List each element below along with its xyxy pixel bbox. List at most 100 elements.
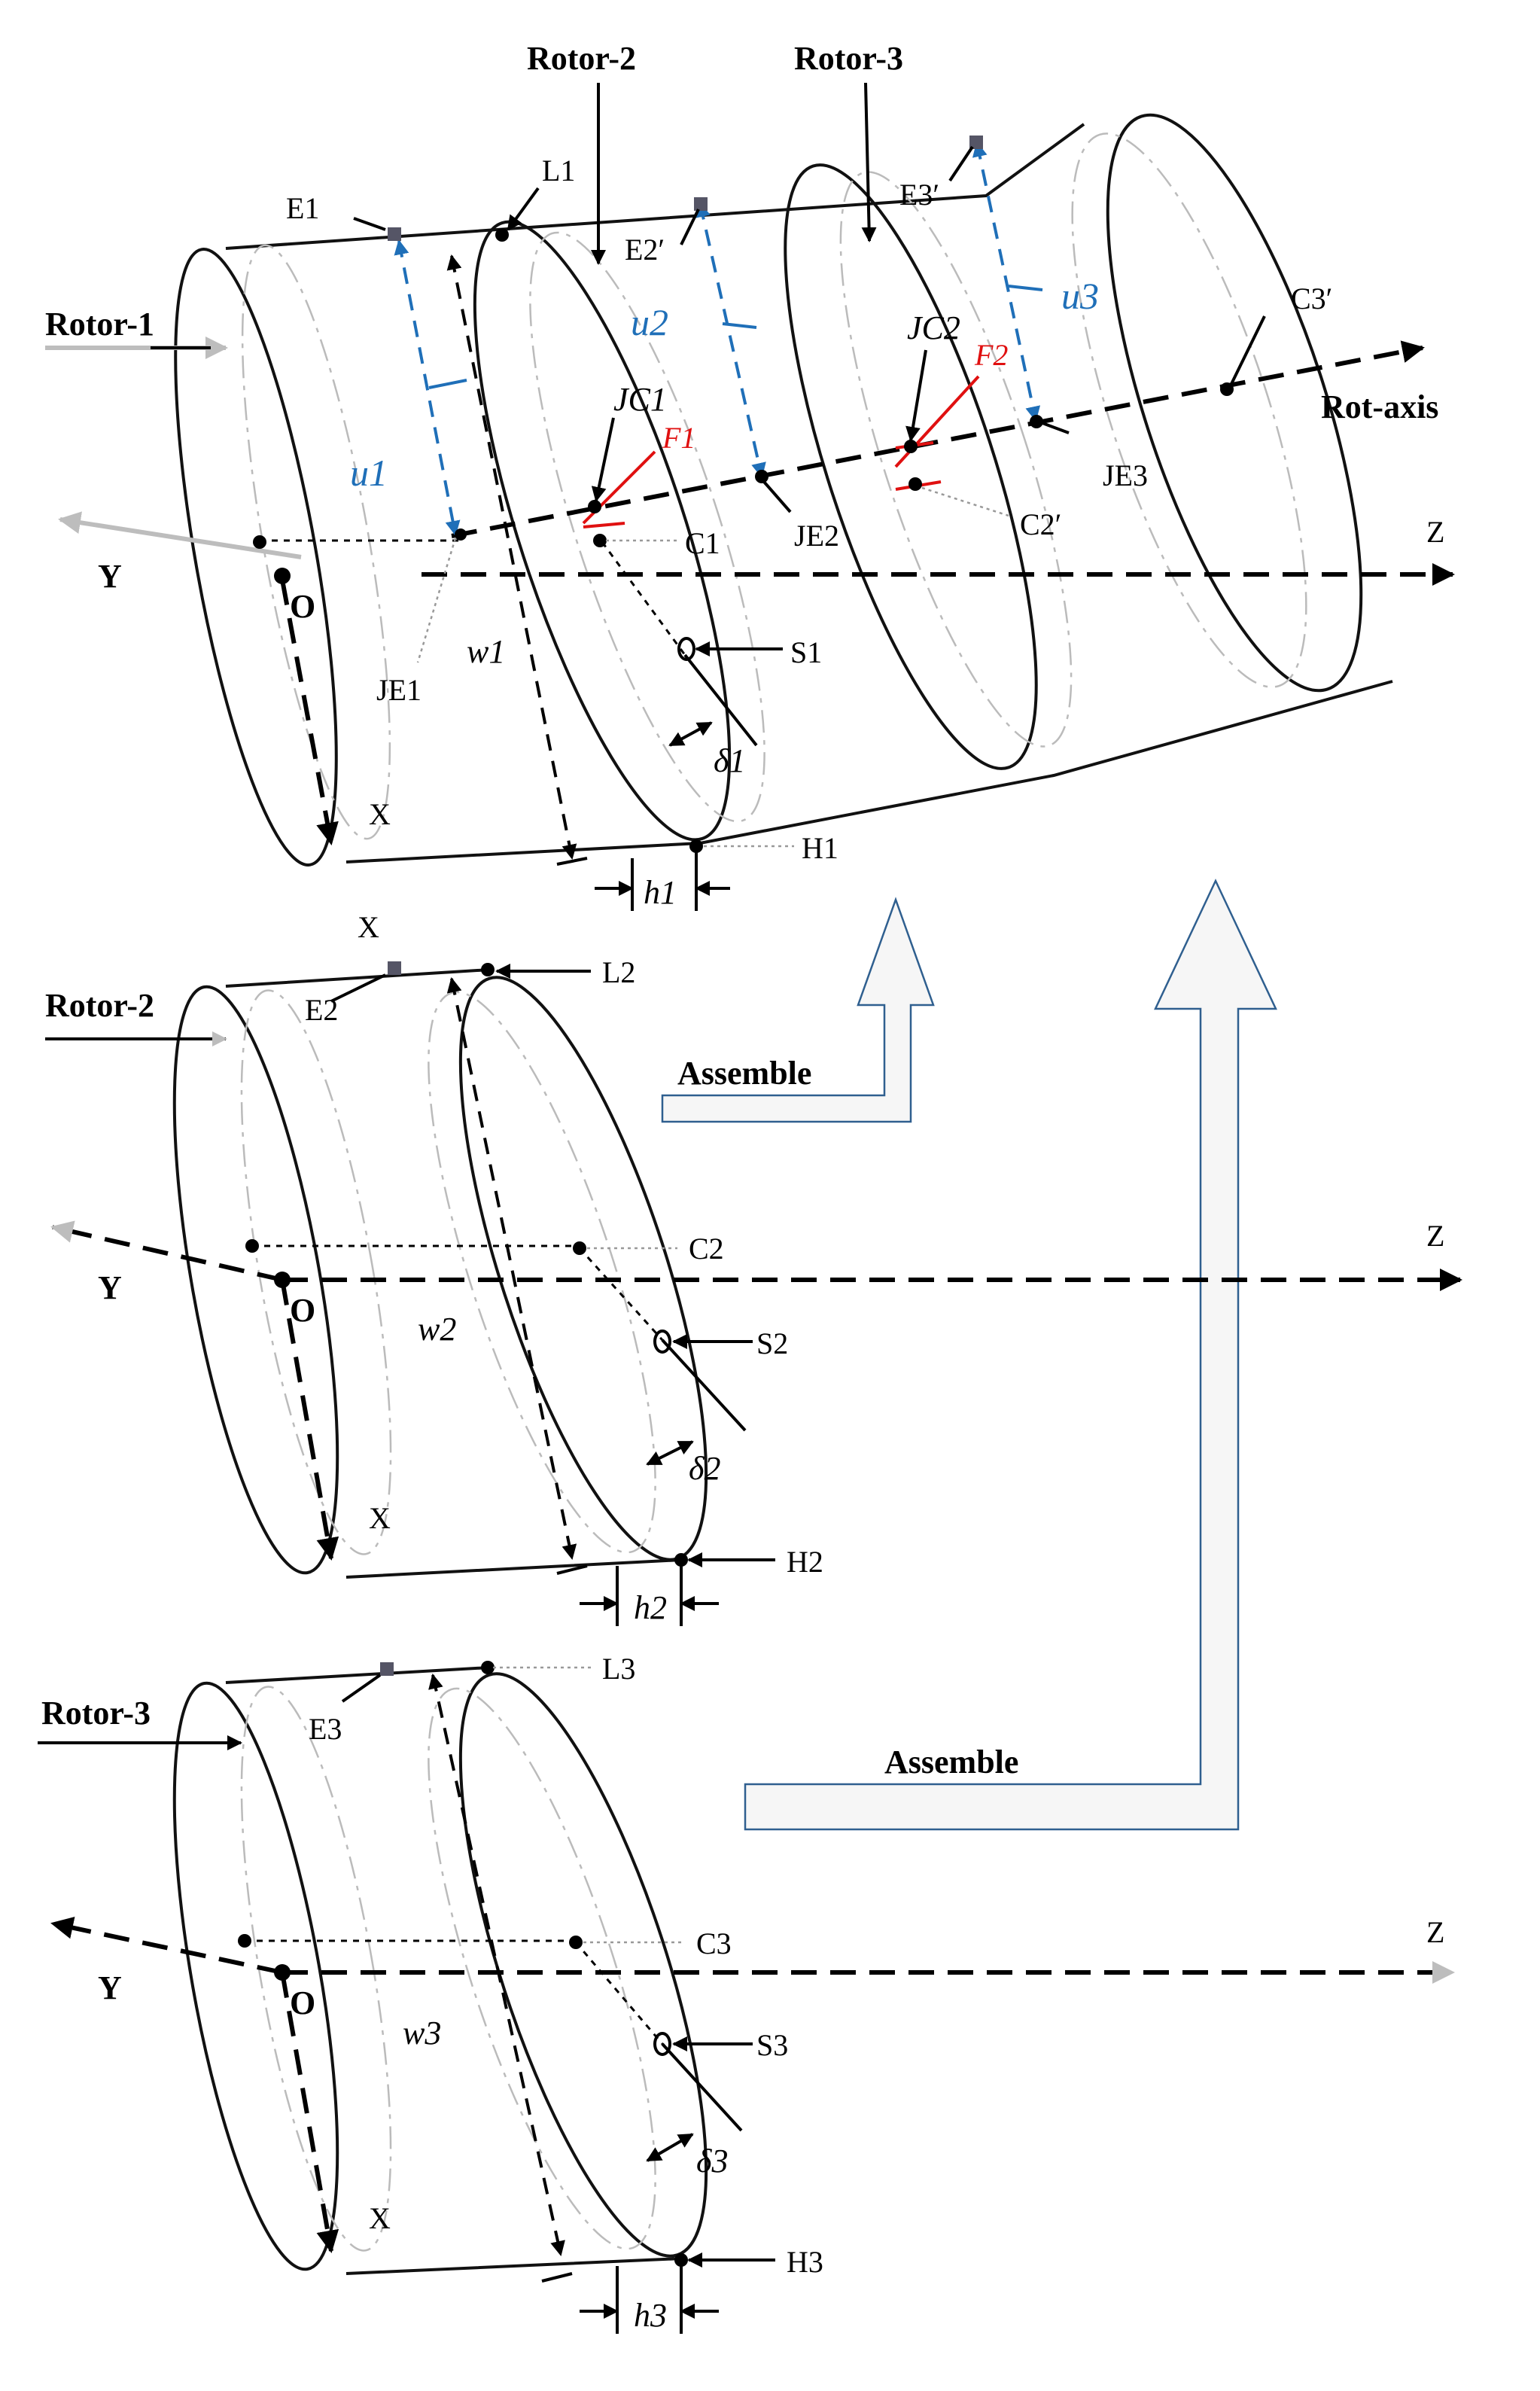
rotor2-label-top: Rotor-2 [527, 40, 636, 77]
e1-label: E1 [286, 191, 319, 225]
e3p-label: E3′ [899, 178, 939, 212]
point-S1 [677, 637, 695, 661]
marker-E3 [380, 1662, 394, 1676]
s1-leader [601, 541, 686, 656]
point-origin-offset-2 [245, 1239, 259, 1253]
x-axis-1 [280, 579, 339, 845]
e2p-label: E2′ [625, 233, 665, 267]
delta2-label: δ2 [689, 1450, 720, 1487]
e2p-leader [680, 209, 700, 245]
point-JE2 [755, 470, 768, 483]
w1-label: w1 [467, 633, 505, 670]
h2-label: H2 [787, 1545, 823, 1579]
delta3-arc [646, 2133, 694, 2162]
je2-leader [762, 480, 792, 513]
x-label-3: X [369, 2201, 391, 2235]
l3-label: L3 [602, 1652, 635, 1686]
c3p-leader [1229, 315, 1266, 386]
h1-label: H1 [802, 831, 838, 865]
s1-label: S1 [790, 635, 822, 669]
w3-label: w3 [403, 2015, 441, 2051]
delta1-ref [683, 653, 758, 747]
assemble-label-2: Assemble [884, 1744, 1018, 1780]
point-L2 [481, 963, 495, 976]
f1-label: F1 [662, 421, 695, 455]
delta1-arc [668, 721, 713, 747]
x-label-1: X [369, 797, 391, 831]
marker-E1 [388, 227, 401, 241]
y-axis-2 [50, 1220, 283, 1282]
marker-E3p [969, 136, 983, 149]
rotor2-right-face-inner [839, 171, 1073, 748]
rotor3-left-face [172, 1681, 339, 2271]
rotor3-right-face [1106, 113, 1363, 693]
rotor1-label: Rotor-1 [45, 306, 154, 343]
e2-leader [330, 973, 386, 1003]
point-JC1 [588, 500, 601, 513]
rotor2-right-face-inner [428, 991, 656, 1554]
point-O3 [274, 1964, 291, 1981]
c3p-label: C3′ [1291, 282, 1332, 315]
rotor2-label: Rotor-2 [45, 987, 154, 1024]
e2-label: E2 [305, 993, 338, 1027]
point-C1 [593, 534, 607, 547]
h2-dim-label: h2 [634, 1589, 667, 1626]
u2-label: u2 [631, 301, 668, 343]
u3-label: u3 [1061, 275, 1099, 317]
rotor3-label-top: Rotor-3 [794, 40, 903, 77]
point-L1 [495, 228, 509, 242]
rotor2-right-face [784, 163, 1038, 770]
rotor3-right-face [458, 1672, 708, 2258]
e3p-leader [948, 145, 974, 182]
je3-label: JE3 [1103, 458, 1148, 492]
assembled-rotors: Rotor-2 Rotor-3 Rotor-1 Rot-axis Z Y O X… [45, 40, 1455, 911]
point-origin-offset-1 [253, 535, 266, 549]
z-label-1: Z [1426, 515, 1444, 549]
y-label-3: Y [98, 1969, 122, 2006]
je2-label: JE2 [794, 519, 839, 553]
s3-label: S3 [756, 2028, 788, 2062]
jc2-label: JC2 [907, 309, 960, 346]
w2-dimension [446, 977, 577, 1560]
point-S2 [653, 1330, 671, 1354]
o-label-3: O [290, 1984, 315, 2021]
point-C3 [569, 1936, 583, 1949]
y-axis-1 [58, 511, 302, 559]
z-label-3: Z [1426, 1915, 1444, 1949]
delta3-ref [661, 2042, 743, 2132]
c2p-leader [921, 486, 1009, 517]
rotor3-right-face-inner [428, 1687, 656, 2250]
rotor1-left-face [174, 248, 338, 867]
point-JC2 [904, 440, 918, 453]
u2-tick [722, 322, 757, 329]
w2-end-tick [556, 1564, 588, 1575]
assemble-label-1: Assemble [677, 1055, 811, 1092]
jc1-leader [591, 417, 615, 502]
c2p-label: C2′ [1020, 507, 1061, 541]
je1-label: JE1 [376, 673, 422, 707]
w2-label: w2 [418, 1311, 456, 1348]
h3-label: H3 [787, 2245, 823, 2279]
point-O2 [274, 1272, 291, 1288]
y-label-2: Y [98, 1269, 122, 1306]
w1-end-tick [556, 857, 588, 866]
z-label-2: Z [1426, 1219, 1444, 1253]
x-label-top-2: X [358, 910, 379, 944]
rotor2-detail: X Rotor-2 E2 L2 Z Y O C2 S2 w2 δ2 X H2 h… [45, 910, 1462, 1626]
w3-dimension [428, 1674, 565, 2256]
l2-label: L2 [602, 955, 635, 989]
h3-dim-label: h3 [634, 2297, 667, 2334]
rotor2-outline [225, 968, 682, 1579]
point-JE3 [1030, 415, 1043, 428]
point-origin-offset-3 [238, 1934, 251, 1948]
e3-leader [341, 1674, 382, 1703]
point-L3 [481, 1661, 495, 1674]
f1-tick [583, 522, 625, 528]
h1-dim-label: h1 [644, 874, 677, 911]
w1-dimension [446, 254, 577, 860]
f2-line [894, 375, 980, 468]
f2-label: F2 [974, 338, 1008, 372]
point-C2 [573, 1241, 586, 1255]
l1-leader [507, 187, 540, 231]
